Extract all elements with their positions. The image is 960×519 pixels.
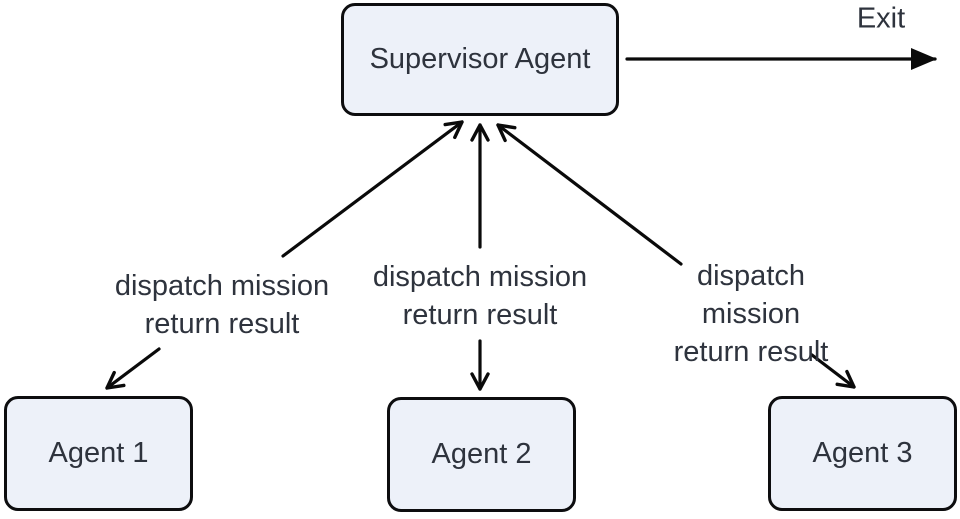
node-supervisor-agent-label: Supervisor Agent (369, 43, 591, 75)
node-agent-1: Agent 1 (4, 396, 193, 511)
edge-supervisor-to-agent1 (105, 347, 161, 390)
edge-supervisor-to-agent3 (810, 353, 856, 389)
node-agent-1-label: Agent 1 (48, 437, 149, 469)
exit-label: Exit (856, 2, 906, 35)
node-agent-3: Agent 3 (768, 396, 957, 511)
node-agent-3-label: Agent 3 (812, 437, 913, 469)
edge-label-agent2: dispatch mission return result (372, 261, 588, 331)
edge-label-agent3: dispatch mission return result (673, 260, 829, 368)
edge-agent1-to-supervisor (281, 120, 464, 258)
edge-agent3-to-supervisor (496, 123, 683, 266)
node-agent-2: Agent 2 (387, 397, 576, 512)
edge-label-agent1: dispatch mission return result (114, 270, 330, 340)
node-agent-2-label: Agent 2 (431, 438, 532, 470)
node-supervisor-agent: Supervisor Agent (341, 3, 619, 116)
